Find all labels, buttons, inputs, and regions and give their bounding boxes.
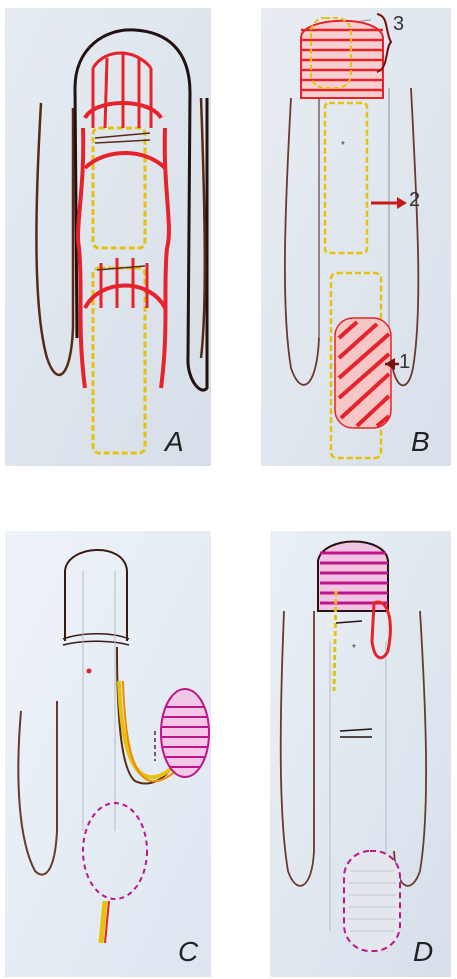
- panel-c-drawing: [5, 531, 211, 977]
- callout-3: 3: [393, 14, 404, 34]
- panel-d-drawing: *: [270, 531, 451, 977]
- svg-text:*: *: [352, 643, 356, 654]
- panel-d-letter: D: [413, 938, 433, 966]
- svg-text:*: *: [341, 140, 345, 151]
- panel-b-drawing: *: [261, 8, 451, 466]
- callout-2: 2: [409, 190, 420, 210]
- panel-a-drawing: [5, 8, 211, 466]
- panel-b-letter: B: [411, 428, 430, 456]
- panel-d: * D: [270, 531, 451, 977]
- panel-c: C: [5, 531, 211, 977]
- panel-c-letter: C: [178, 938, 198, 966]
- panel-a: A: [5, 8, 211, 466]
- panel-b: * 3 2 1 B: [261, 8, 451, 466]
- panel-a-letter: A: [165, 428, 184, 456]
- callout-1: 1: [399, 352, 410, 372]
